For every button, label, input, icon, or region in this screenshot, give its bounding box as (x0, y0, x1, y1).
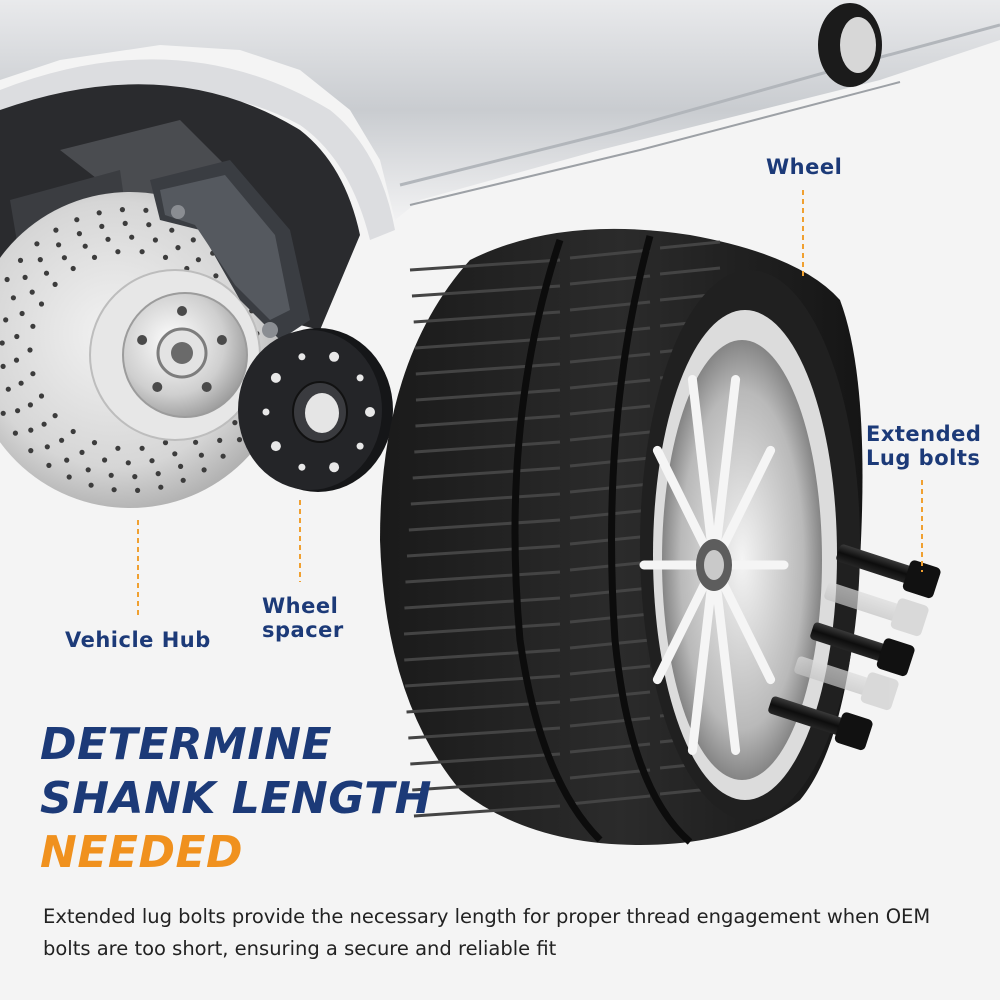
lug-bolts-label-line2: Lug bolts (866, 446, 981, 470)
lug-bolts-label: Extended Lug bolts (866, 422, 981, 470)
wheel-spacer-label: Wheel spacer (262, 594, 344, 642)
vehicle-hub-label-text: Vehicle Hub (65, 628, 211, 652)
wheel-label: Wheel (766, 155, 842, 179)
wheel-spacer-label-line1: Wheel (262, 594, 339, 618)
headline-line3: NEEDED (40, 827, 244, 878)
wheel-spacer (238, 328, 393, 492)
wheel-label-text: Wheel (766, 155, 843, 179)
lug-bolt (836, 544, 941, 599)
lug-bolts (768, 544, 941, 751)
description-text: Extended lug bolts provide the necessary… (43, 905, 931, 960)
tire-and-wheel (380, 228, 863, 845)
headline-line1: DETERMINE (40, 719, 333, 770)
lug-bolt-ghost (794, 656, 899, 711)
vehicle-hub (122, 292, 248, 418)
lug-bolt (810, 622, 915, 677)
lug-bolt-ghost (824, 582, 929, 637)
lug-bolts-label-line1: Extended (866, 422, 982, 446)
headline: DETERMINE SHANK LENGTH NEEDED (40, 718, 432, 880)
headline-line2: SHANK LENGTH (40, 773, 432, 824)
vehicle-hub-label: Vehicle Hub (65, 628, 211, 652)
brake-caliper (150, 160, 310, 340)
lug-bolt (768, 696, 873, 751)
wheel-spacer-label-line2: spacer (262, 618, 344, 642)
